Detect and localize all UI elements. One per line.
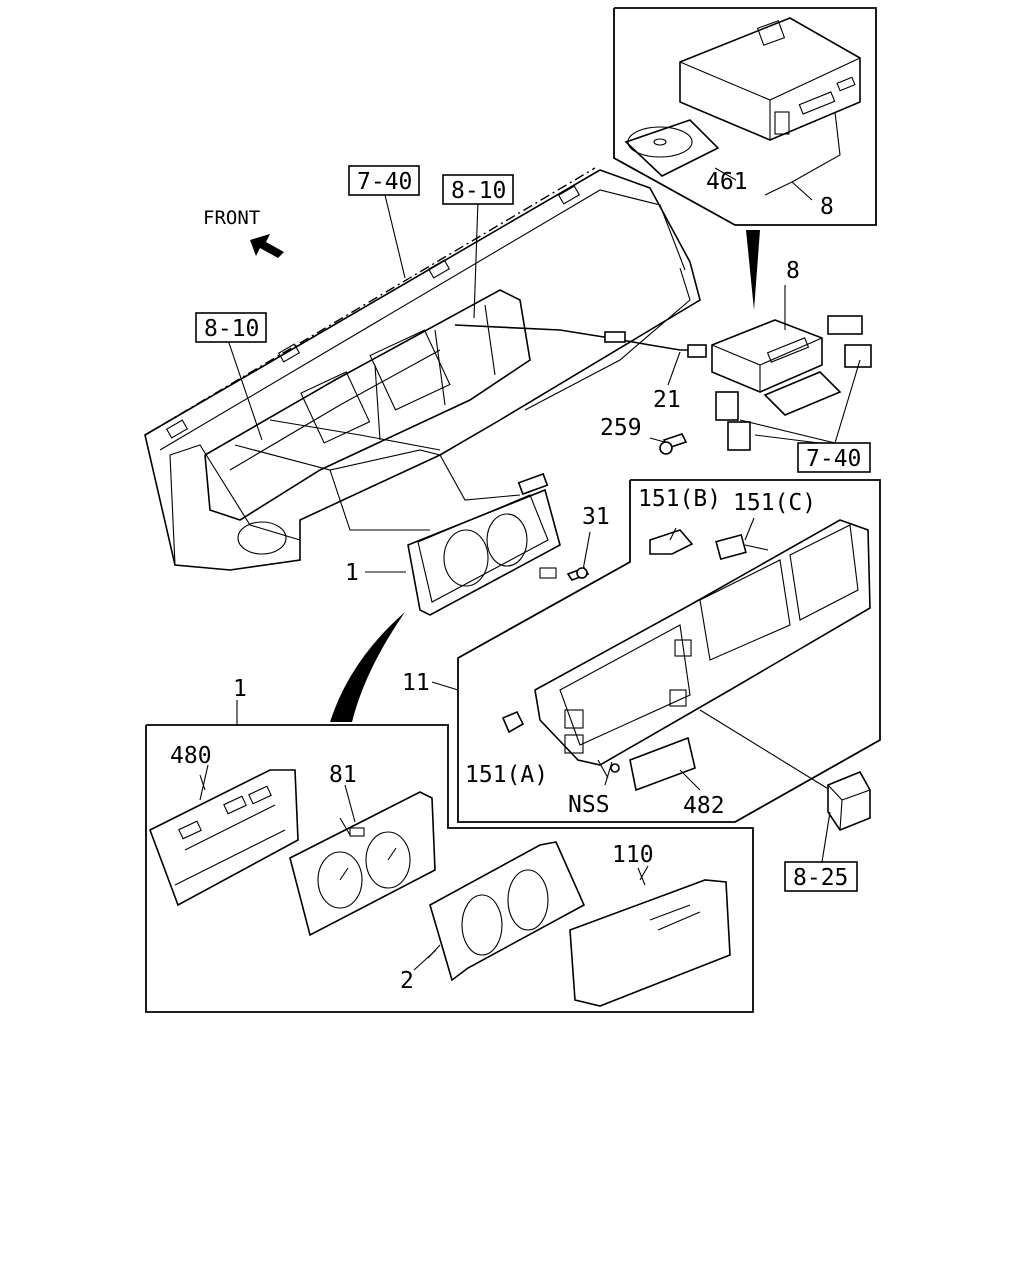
callout-81: 81 [329,762,357,788]
reference-box-8-10-left: 8-10 [195,312,267,343]
lens-110 [569,879,731,1007]
ref-7-40-right: 7-40 [806,446,861,472]
callout-11: 11 [402,670,430,696]
callout-2: 2 [400,968,414,994]
callout-8: 8 [786,258,800,284]
radio-bracket-left-lower [727,421,751,451]
radio-body [711,319,823,393]
inset-pointer-wedge [746,230,760,310]
reference-box-8-25: 8-25 [784,861,858,892]
radio-unit [711,285,872,451]
meter-trim-panel [534,519,871,766]
reference-box-7-40-top: 7-40 [348,165,420,196]
screw-259 [649,433,688,455]
radio-bracket-right [827,315,863,335]
callout-21: 21 [653,387,681,413]
inset-frame-detail [145,724,754,1013]
meter-case-2 [429,841,586,982]
front-label: FRONT [203,207,260,229]
callout-151b: 151(B) [638,486,721,512]
ref-8-10-left: 8-10 [204,316,259,342]
callout-31: 31 [582,504,610,530]
plate-482 [629,736,696,792]
radio-bracket-left [715,391,739,421]
callout-259: 259 [600,415,642,441]
switch-8-25 [821,770,871,863]
callout-110: 110 [612,842,654,868]
callout-482: 482 [683,793,725,819]
callout-1: 1 [345,560,359,586]
ref-7-40-top: 7-40 [357,169,412,195]
meter-cluster-assembled [329,454,561,616]
detail-pointer-wedge [330,612,405,722]
reference-box-7-40-right: 7-40 [797,442,871,473]
dashboard-body [144,169,701,571]
callout-480: 480 [170,743,212,769]
leader-lines [199,194,649,971]
audio-unit-inset: 461 8 [613,7,877,226]
callout-151c: 151(C) [733,490,816,516]
callout-1-detail: 1 [233,676,247,702]
cluster-housing [407,488,561,616]
front-indicator: FRONT [203,207,284,258]
dashboard-panel [144,167,701,571]
radio-bracket-right-lower [844,344,872,368]
meter-face-81 [289,791,436,937]
clip-151a [501,710,525,734]
ref-8-10-top: 8-10 [451,178,506,204]
radio-pocket [763,371,842,416]
callout-461: 461 [706,169,748,195]
screw-31 [566,531,591,581]
inset-frame-audio [613,7,877,226]
harness-connector-b [687,344,707,358]
trim-panel-inset [457,479,881,823]
wiring-harness [234,324,707,471]
harness-connector-a [604,331,626,343]
clip-151c [715,533,747,561]
circuit-board-480 [148,769,299,907]
inset-frame-trim [457,479,881,823]
switch-body [827,770,871,831]
callout-8-inset: 8 [820,194,834,220]
callout-151a: 151(A) [465,762,548,788]
cluster-detail-inset [145,724,754,1013]
arrow-up-left-icon [250,234,284,258]
ref-8-25: 8-25 [793,865,848,891]
reference-box-8-10-top: 8-10 [442,174,514,205]
clip-151b [649,529,694,555]
callout-nss: NSS [568,792,610,818]
